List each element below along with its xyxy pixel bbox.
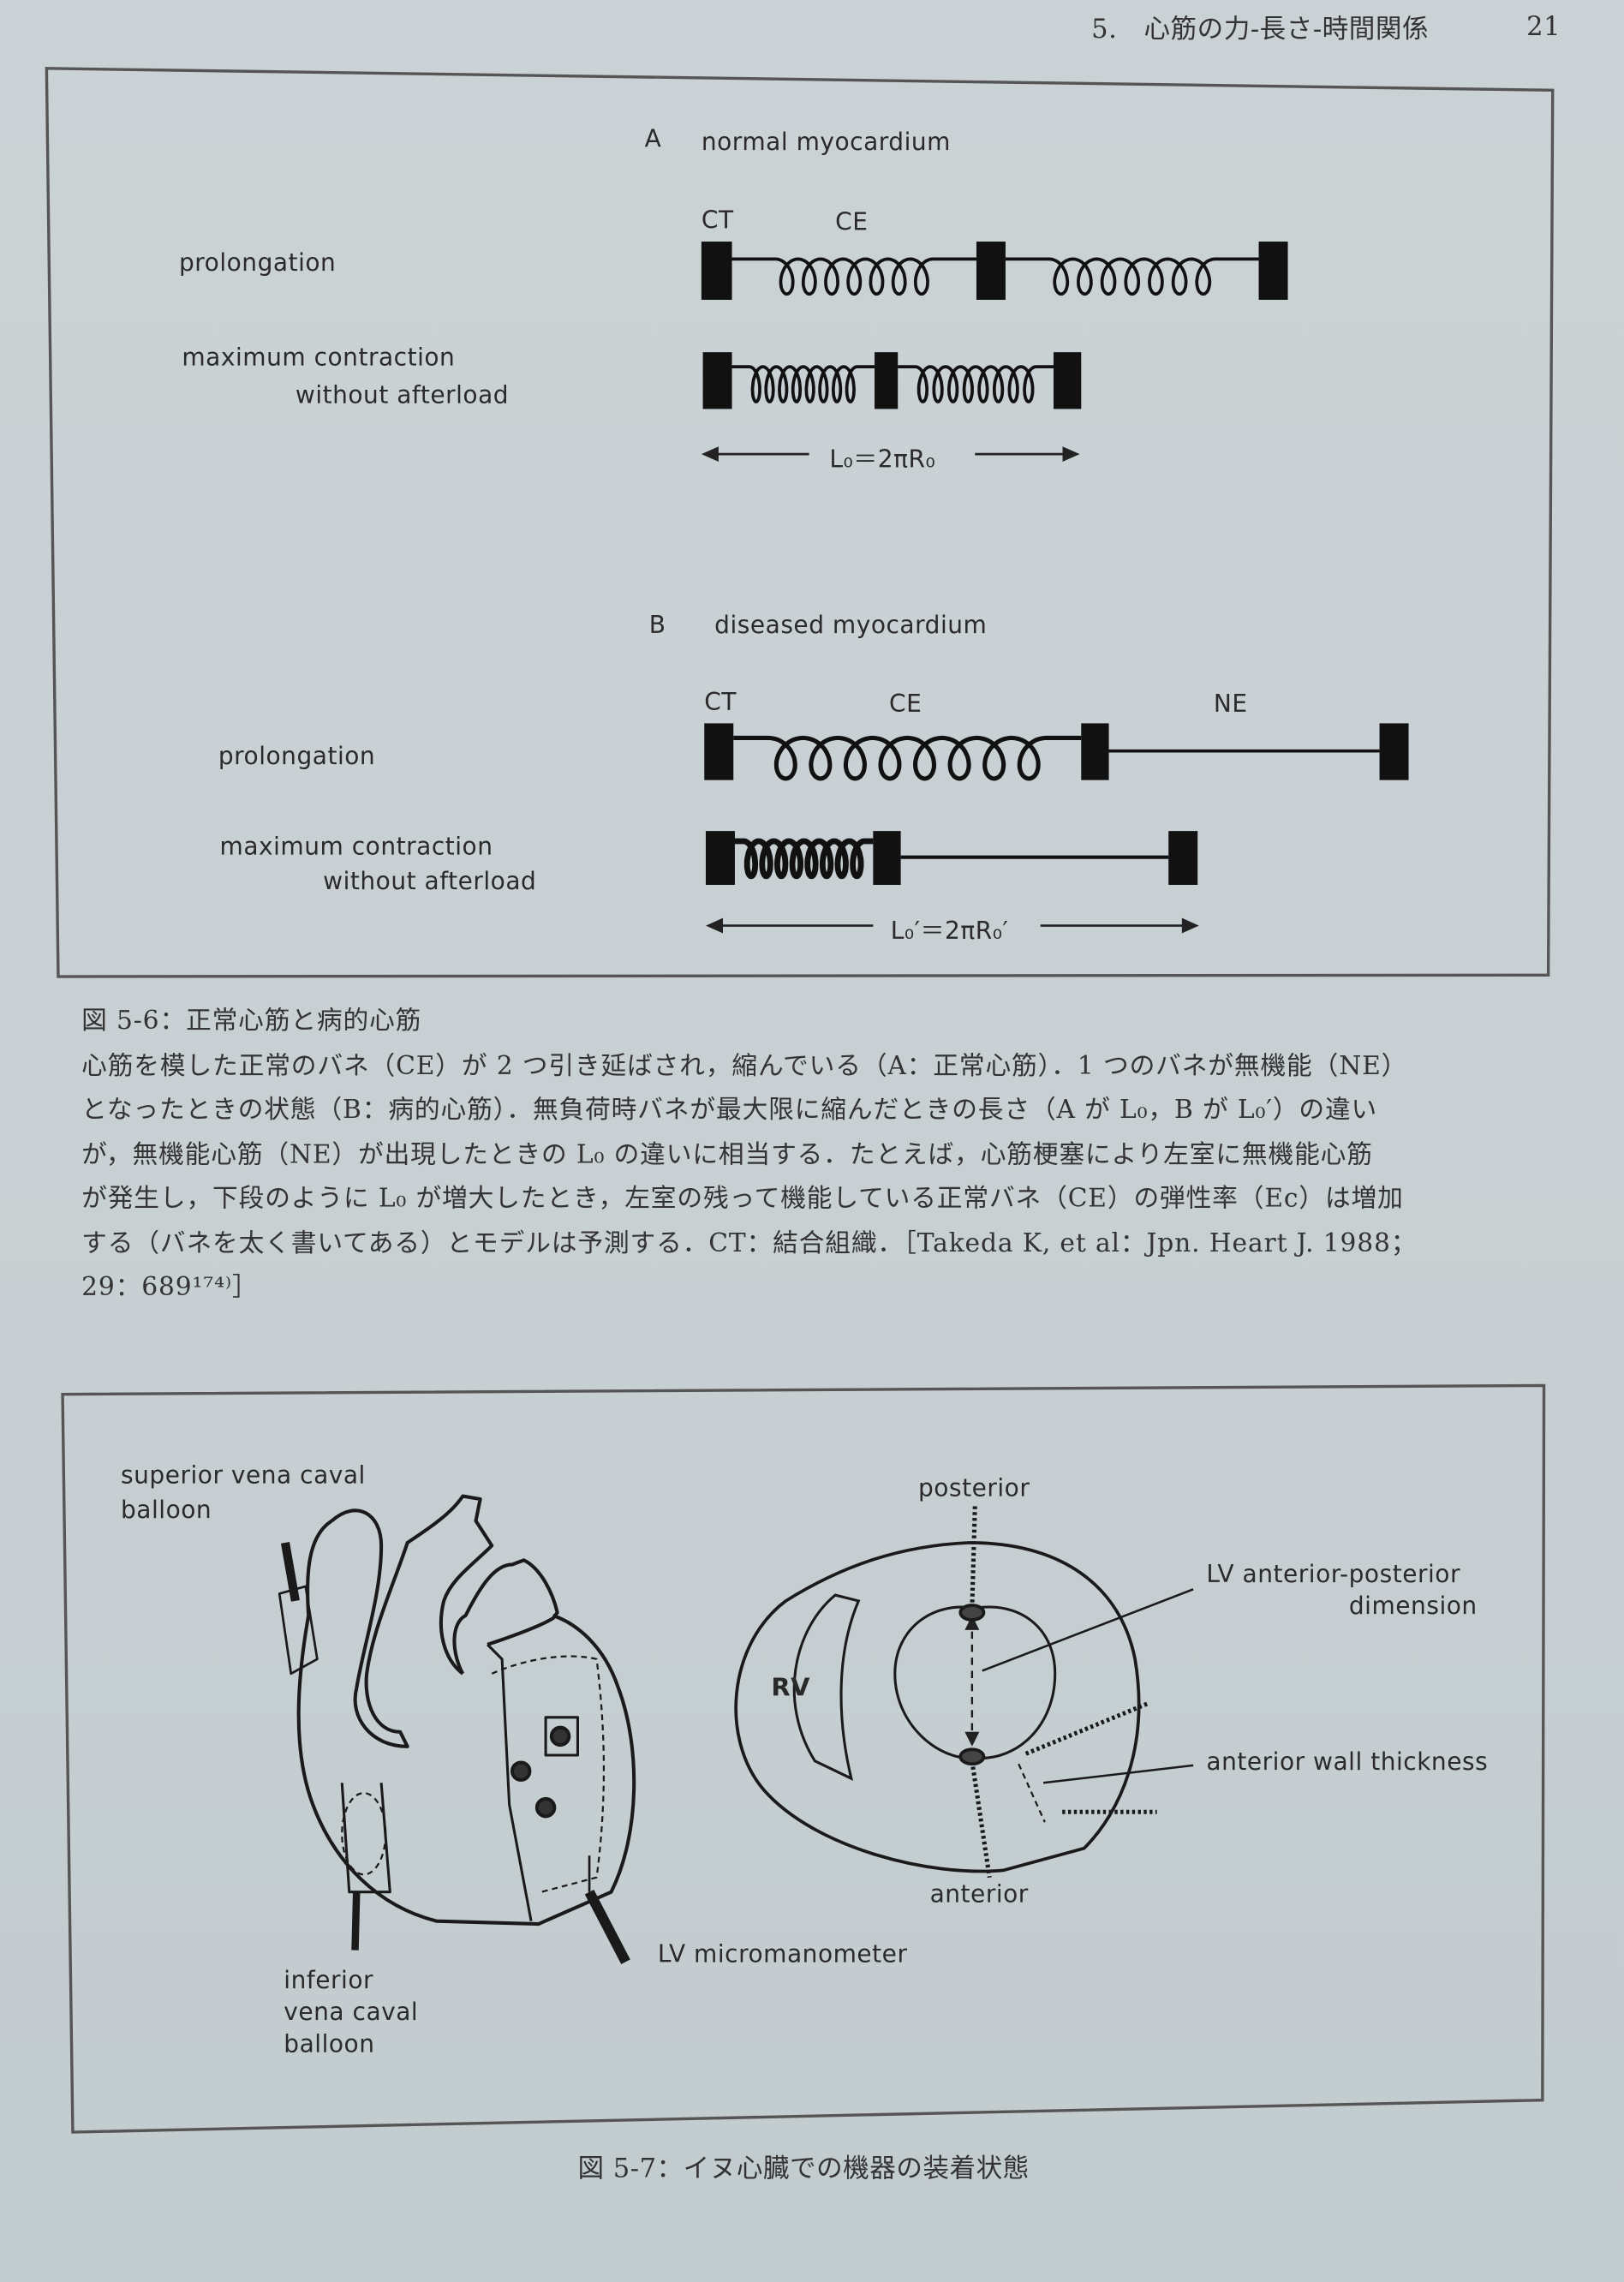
panel-a-title: normal myocardium [701,128,951,156]
figure-5-6-caption: 図 5-6：正常心筋と病的心筋 心筋を模した正常のバネ（CE）が 2 つ引き延ば… [81,1000,1537,1311]
connective-tissue-block [1081,723,1109,780]
leader-anterior-wall [1042,1764,1194,1784]
caption-line: となったときの状態（B：病的心筋）．無負荷時バネが最大限に縮んだときの長さ（A … [81,1096,1378,1126]
contractile-element-spring [734,838,874,880]
length-formula-b: L₀′＝2πR₀′ [890,917,1009,945]
connective-tissue-block [1379,723,1409,780]
caption-title: 図 5-6：正常心筋と病的心筋 [81,1007,422,1036]
connective-tissue-block [701,242,732,300]
figure-5-7-frame [61,1383,1546,2134]
connective-tissue-block [873,831,901,885]
connective-tissue-block [875,352,899,409]
contractile-element-spring [733,735,1082,781]
contractile-element-spring [898,365,1054,403]
label-lv-ap: LV anterior-posterior [1206,1560,1461,1588]
connective-tissue-block [976,242,1006,300]
connective-tissue-block [704,723,734,780]
length-formula-a: L₀＝2πR₀ [829,445,936,474]
connective-tissue-block [1054,352,1082,409]
figure-5-6-frame [45,67,1555,978]
running-header: 5. 心筋の力-長さ-時間関係 [1091,14,1430,45]
panel-a-letter: A [644,125,662,153]
heart-illustration [278,1494,636,1964]
label-inferior: inferior [284,1966,374,1994]
label-rv: RV [771,1673,811,1703]
label-inferior-balloon: balloon [284,2030,375,2058]
label-without-afterload-b: without afterload [323,867,537,895]
label-ct-b: CT [704,688,737,716]
label-superior-vena-caval: superior vena caval [121,1461,366,1490]
spring-models [701,242,1409,885]
caption-line: 29：689¹⁷⁴⁾］ [81,1273,259,1303]
label-anterior-wall-thickness: anterior wall thickness [1206,1747,1489,1776]
label-dimension: dimension [1348,1592,1478,1620]
contractile-element-spring [731,257,976,296]
figure-5-7-caption: 図 5-7：イヌ心臓での機器の装着状態 [577,2154,1030,2185]
caption-line: する（バネを太く書いてある）とモデルは予測する．CT：結合組織．［Takeda … [81,1228,1418,1258]
label-max-contraction-b: maximum contraction [219,832,493,861]
label-posterior: posterior [918,1474,1030,1502]
label-superior-balloon: balloon [121,1496,212,1524]
label-prolongation-a: prolongation [178,248,337,277]
panel-b-title: diseased myocardium [714,611,988,639]
connective-tissue-block [702,352,732,409]
label-ce-a: CE [835,207,869,236]
label-ne-b: NE [1213,690,1248,718]
rv-cavity [792,1593,861,1781]
caption-line: が発生し，下段のように L₀ が増大したとき，左室の残って機能している正常バネ（… [81,1184,1404,1214]
contractile-element-spring [1005,257,1259,296]
label-without-afterload-a: without afterload [295,381,510,409]
length-arrows [701,446,1199,934]
caption-line: が，無機能心筋（NE）が出現したときの L₀ の違いに相当する．たとえば，心筋梗… [81,1140,1373,1170]
connective-tissue-block [705,831,735,885]
label-anterior: anterior [929,1880,1029,1909]
panel-b-letter: B [648,611,666,639]
outer-wall [734,1541,1141,1873]
label-lv-micromanometer: LV micromanometer [657,1939,908,1968]
leader-lv-ap [982,1588,1194,1672]
page-number: 21 [1526,11,1561,43]
label-inferior-vena-caval: vena caval [284,1998,419,2027]
connective-tissue-block [1258,242,1288,300]
caption-line: 心筋を模した正常のバネ（CE）が 2 つ引き延ばされ，縮んでいる（A：正常心筋）… [81,1051,1408,1081]
label-ce-b: CE [889,690,922,718]
connective-tissue-block [1168,831,1198,885]
label-prolongation-b: prolongation [218,742,376,770]
lv-cross-section [734,1506,1194,1879]
contractile-element-spring [731,365,875,403]
label-ct-a: CT [701,206,734,235]
label-max-contraction-a: maximum contraction [182,343,456,372]
